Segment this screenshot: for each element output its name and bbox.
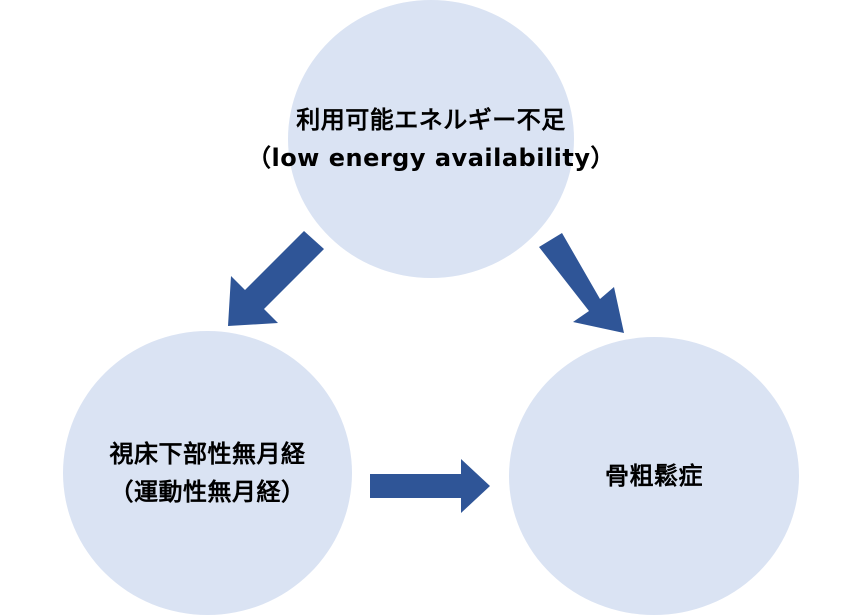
node-left-sublabel: （運動性無月経）	[109, 478, 306, 506]
node-hypothalamic-amenorrhea: 視床下部性無月経 （運動性無月経）	[63, 331, 352, 615]
arrow-top-to-left	[228, 231, 324, 326]
arrow-top-to-right	[539, 233, 624, 333]
node-top-label: 利用可能エネルギー不足	[296, 106, 566, 134]
arrow-left-to-right	[370, 459, 490, 513]
node-low-energy-availability: 利用可能エネルギー不足 （low energy availability）	[247, 0, 615, 278]
node-top-sublabel: （low energy availability）	[246, 144, 616, 172]
node-right-label: 骨粗鬆症	[605, 462, 703, 490]
node-osteoporosis: 骨粗鬆症	[509, 337, 799, 615]
node-left-label: 視床下部性無月経	[109, 440, 306, 468]
